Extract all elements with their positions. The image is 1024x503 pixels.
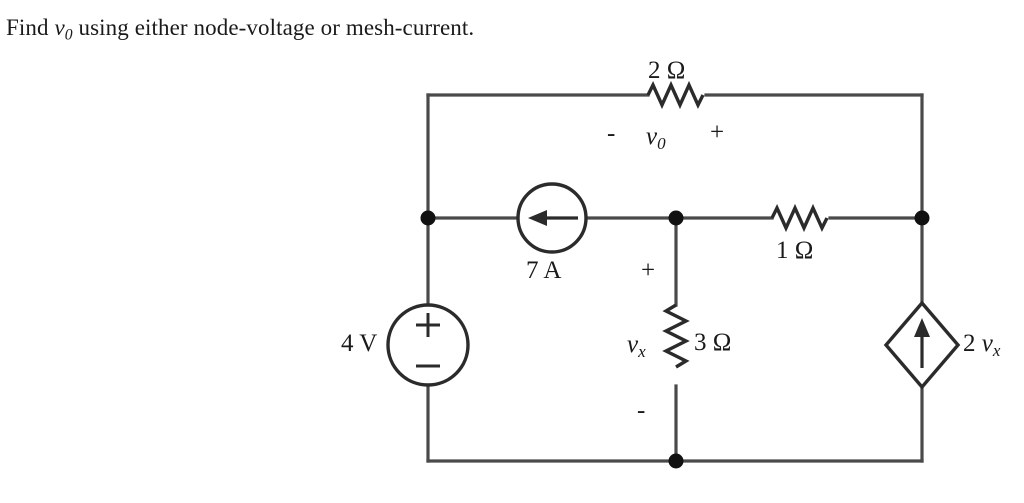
current-source-label: 7 A <box>526 257 562 284</box>
dep-variable: v <box>981 330 993 357</box>
node-dot-right <box>914 210 930 226</box>
vx-symbol: v <box>627 331 639 358</box>
voltage-source-label: 4 V <box>341 330 378 357</box>
voltage-source-symbol <box>386 303 470 387</box>
vx-label: vx <box>627 332 646 360</box>
v0-plus-sign: + <box>710 119 725 146</box>
resistor-1ohm-symbol <box>770 203 829 233</box>
problem-variable: v <box>54 15 65 40</box>
v0-label: v0 <box>646 124 666 152</box>
problem-variable-subscript: 0 <box>64 26 73 44</box>
resistor-2ohm-label: 2 Ω <box>648 57 686 84</box>
vx-minus-sign: - <box>637 397 646 424</box>
node-dot-left <box>420 210 436 226</box>
resistor-2ohm-symbol <box>646 80 705 110</box>
resistor-1ohm-label: 1 Ω <box>776 237 814 264</box>
resistor-3ohm-label: 3 Ω <box>694 329 732 356</box>
node-dot-bottom <box>668 453 684 469</box>
problem-prefix: Find <box>6 15 55 40</box>
dep-variable-subscript: x <box>992 340 1001 360</box>
current-source-symbol <box>516 182 588 254</box>
v0-subscript: 0 <box>657 133 666 153</box>
junction-dots <box>420 210 930 469</box>
node-dot-middle <box>668 210 684 226</box>
vx-subscript: x <box>638 341 646 361</box>
v0-minus-sign: - <box>607 120 616 147</box>
vx-plus-sign: + <box>641 257 656 284</box>
dependent-source-label: 2 vx <box>963 331 1000 359</box>
dependent-source-symbol <box>883 300 961 390</box>
resistor-3ohm-symbol <box>662 303 690 369</box>
v0-symbol: v <box>646 123 658 150</box>
problem-statement: Find v0 using either node-voltage or mes… <box>6 14 474 45</box>
dep-coefficient: 2 <box>963 330 976 357</box>
problem-suffix: using either node-voltage or mesh-curren… <box>72 15 475 40</box>
